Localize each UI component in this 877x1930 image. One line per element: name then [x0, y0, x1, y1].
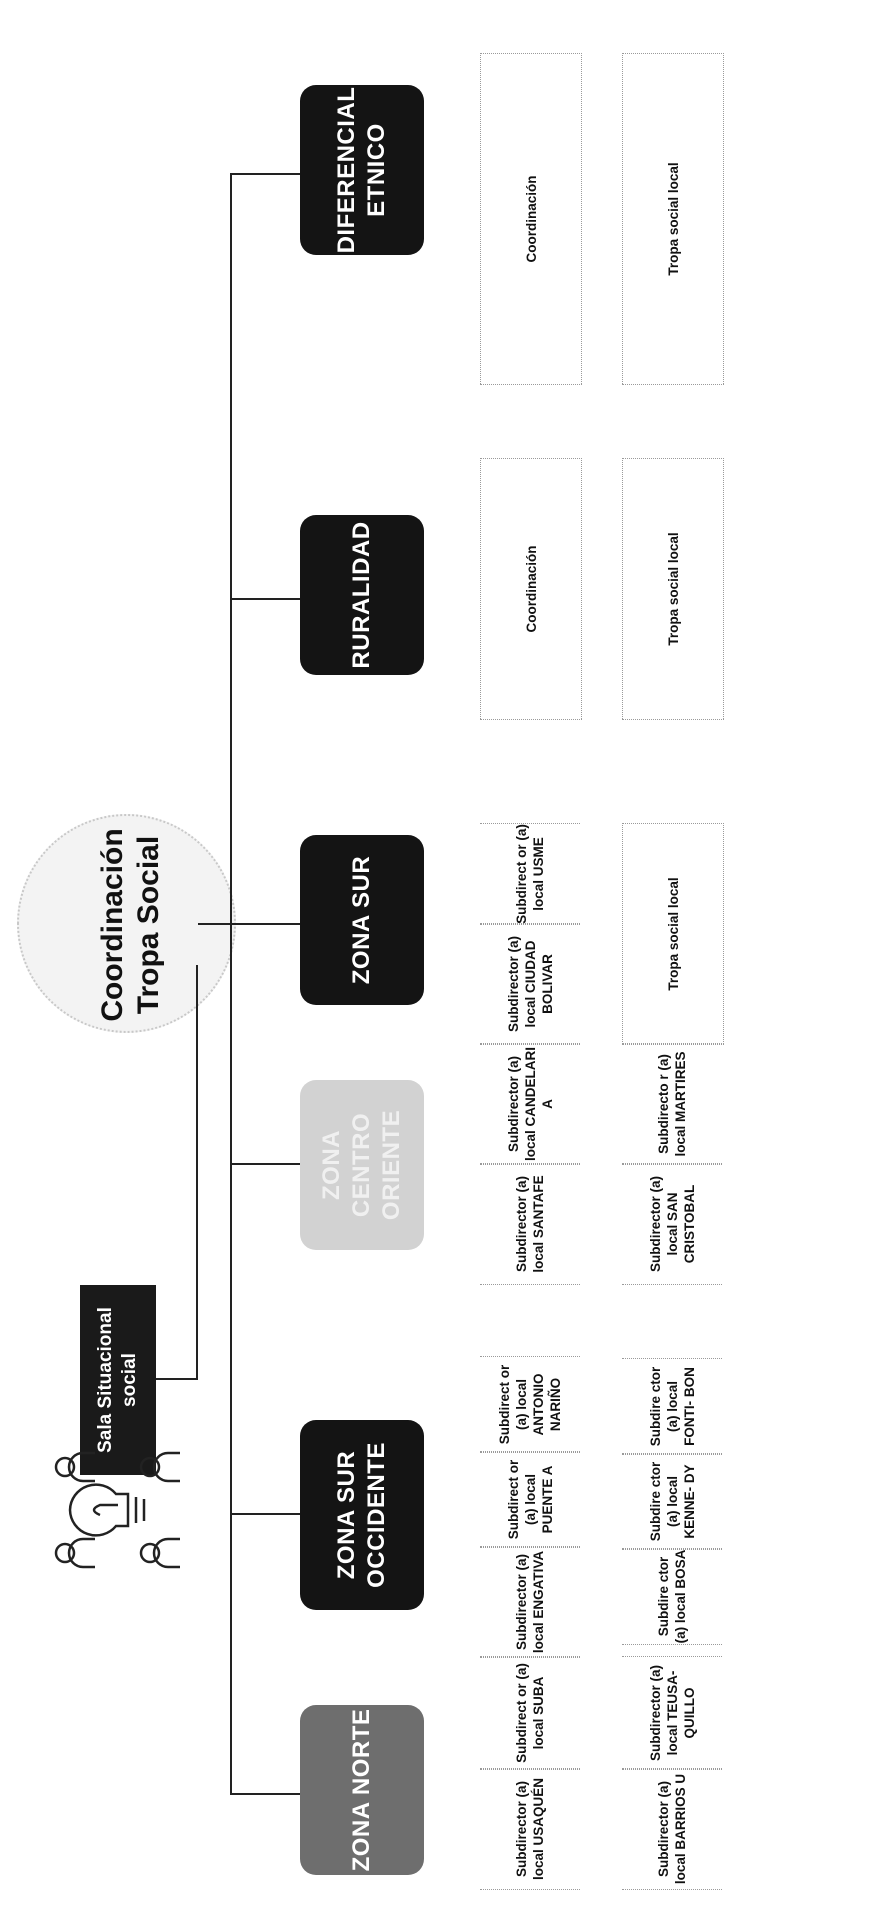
- unit-san-cristobal: Subdirector (a) local SAN CRISTOBAL: [622, 1163, 722, 1285]
- zone-sur: ZONA SUR: [300, 835, 424, 1005]
- connector-title-bus: [198, 923, 232, 925]
- unit-rural-coordinacion: Coordinación: [480, 458, 582, 720]
- connector-bus: [230, 175, 232, 1795]
- connector-centro-oriente: [230, 1163, 300, 1165]
- lightbulb-team-icon: [54, 1451, 180, 1569]
- zone-norte: ZONA NORTE: [300, 1705, 424, 1875]
- connector-norte: [230, 1793, 300, 1795]
- coordination-title: Coordinación Tropa Social: [17, 805, 236, 1045]
- zone-diferencial-etnico: DIFERENCIAL ETNICO: [300, 85, 424, 255]
- connector-ruralidad: [230, 598, 300, 600]
- unit-suba: Subdirect or (a) local SUBA: [480, 1656, 580, 1770]
- unit-santafe: Subdirector (a) local SANTAFE: [480, 1163, 580, 1285]
- unit-puente-aranda: Subdirect or (a) local PUENTE A: [480, 1451, 580, 1548]
- unit-kennedy: Subdire ctor (a) local KENNE- DY: [622, 1453, 722, 1550]
- unit-bosa: Subdire ctor (a) local BOSA: [622, 1548, 722, 1645]
- unit-candelaria: Subdirector (a) local CANDELARI A: [480, 1043, 580, 1165]
- unit-rural-tropa: Tropa social local: [622, 458, 724, 720]
- zone-centro-oriente: ZONA CENTRO ORIENTE: [300, 1080, 424, 1250]
- connector-sala-trunk: [156, 1378, 198, 1380]
- unit-engativa: Subdirector (a) local ENGATIVA: [480, 1546, 580, 1658]
- title-line-1: Coordinación: [96, 828, 129, 1022]
- unit-usme: Subdirect or (a) local USME: [480, 823, 580, 925]
- unit-teusaquillo: Subdirector (a) local TEUSA- QUILLO: [622, 1656, 722, 1770]
- unit-fontibon: Subdire ctor (a) local FONTI- BON: [622, 1358, 722, 1455]
- unit-martires: Subdirecto r (a) local MARTIRES: [622, 1043, 722, 1165]
- title-line-2: Tropa Social: [132, 835, 165, 1015]
- unit-etnico-coordinacion: Coordinación: [480, 53, 582, 385]
- unit-usaquen: Subdirector (a) local USAQUÉN: [480, 1768, 580, 1890]
- unit-ciudad-bolivar: Subdirector (a) local CIUDAD BOLIVAR: [480, 923, 580, 1045]
- connector-sur: [230, 923, 300, 925]
- connector-sur-occidente: [230, 1513, 300, 1515]
- unit-barrios-unidos: Subdirector (a) local BARRIOS U: [622, 1768, 722, 1890]
- unit-sur-tropa: Tropa social local: [622, 823, 724, 1045]
- zone-ruralidad: RURALIDAD: [300, 515, 424, 675]
- connector-etnico: [230, 173, 300, 175]
- zone-sur-occidente: ZONA SUR OCCIDENTE: [300, 1420, 424, 1610]
- connector-sala-title: [196, 965, 198, 1380]
- unit-antonio-narino: Subdirect or (a) local ANTONIO NARIÑO: [480, 1356, 580, 1453]
- unit-etnico-tropa: Tropa social local: [622, 53, 724, 385]
